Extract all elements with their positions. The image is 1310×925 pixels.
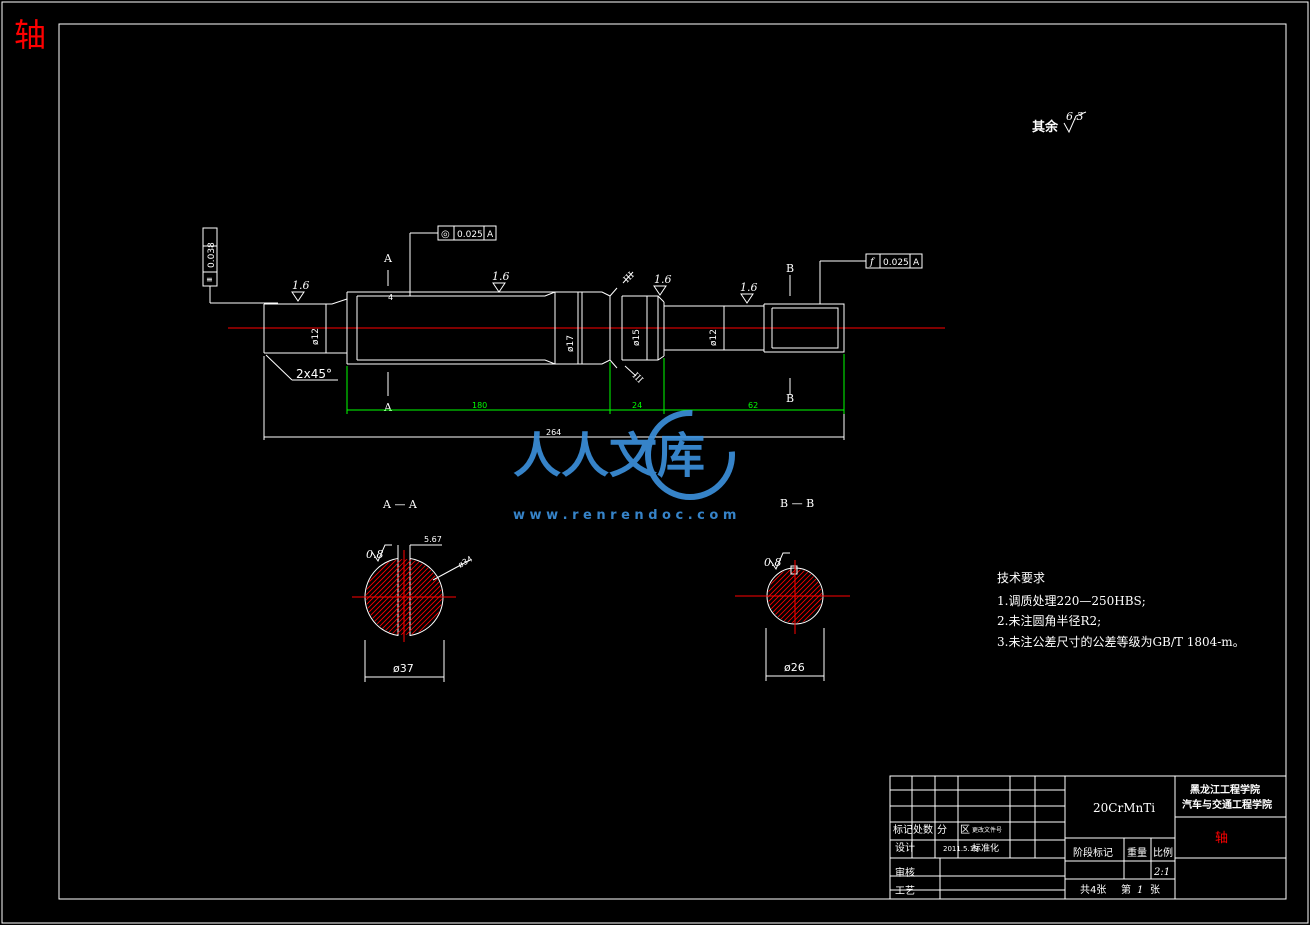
svg-text:1.6: 1.6 (740, 281, 758, 294)
svg-text:0.025: 0.025 (457, 230, 483, 240)
hatch-line (366, 559, 395, 635)
svg-text:A: A (913, 258, 920, 268)
svg-text:阶段标记: 阶段标记 (1073, 846, 1113, 859)
chamfer-note: 2x45° (265, 354, 338, 381)
svg-text:A: A (383, 401, 393, 414)
svg-text:III: III (630, 371, 645, 386)
svg-text:6.3: 6.3 (1066, 110, 1084, 123)
svg-text:1.6: 1.6 (292, 279, 310, 292)
svg-text:2011.5.19: 2011.5.19 (943, 845, 979, 853)
svg-text:ø17: ø17 (566, 335, 576, 352)
diameter-dimensions: ø12 ø17 ø15 ø12 4 (311, 292, 725, 364)
svg-text:审核: 审核 (895, 866, 915, 879)
svg-text:ø26: ø26 (784, 661, 805, 674)
hatch-line (768, 569, 788, 623)
svg-text:汽车与交通工程学院: 汽车与交通工程学院 (1182, 798, 1272, 811)
length-dimensions: 180 24 62 264 (263, 354, 845, 440)
svg-text:设计: 设计 (895, 841, 915, 854)
svg-text:技术要求: 技术要求 (997, 571, 1045, 585)
svg-text:轴: 轴 (1215, 831, 1228, 846)
svg-text:1.调质处理220—250HBS;: 1.调质处理220—250HBS; (997, 594, 1146, 608)
svg-text:共4张: 共4张 (1080, 884, 1106, 896)
surface-finish-note: 其余 6.3 (1032, 110, 1087, 135)
svg-text:重量: 重量 (1127, 846, 1147, 859)
svg-text:≡: ≡ (206, 275, 213, 284)
watermark-url: w w w . r e n r e n d o c . c o m (513, 508, 736, 523)
hatch-line (403, 559, 442, 635)
svg-text:180: 180 (472, 401, 487, 410)
inner-frame (58, 23, 1287, 900)
svg-text:处数: 处数 (913, 823, 933, 836)
svg-text:62: 62 (748, 401, 758, 410)
svg-text:5.67: 5.67 (424, 535, 442, 544)
corner-title: 轴 (14, 16, 46, 54)
svg-text:B: B (786, 262, 794, 275)
svg-text:张: 张 (1150, 884, 1160, 896)
shaft-outline (263, 287, 845, 369)
svg-text:0.8: 0.8 (366, 548, 384, 561)
svg-text:0.038: 0.038 (207, 242, 217, 268)
section-bb-label: B — B (780, 497, 814, 510)
svg-text:工艺: 工艺 (895, 885, 915, 897)
svg-text:ø37: ø37 (393, 662, 414, 675)
runout-frame: f 0.025 A (819, 253, 923, 304)
hatch-line (413, 559, 442, 635)
svg-text:标记: 标记 (893, 824, 913, 836)
svg-text:2.未注圆角半径R2;: 2.未注圆角半径R2; (997, 613, 1101, 628)
svg-text:A: A (487, 230, 494, 240)
svg-text:标准化: 标准化 (972, 842, 999, 854)
hatch-line (366, 559, 405, 635)
svg-text:分: 分 (937, 824, 947, 836)
svg-text:其余: 其余 (1032, 119, 1059, 135)
coaxiality-frame: ◎ 0.025 A (409, 225, 497, 296)
svg-text:0.025: 0.025 (883, 258, 909, 268)
section-aa-label: A — A (382, 498, 418, 511)
svg-text:2x45°: 2x45° (296, 367, 332, 381)
left-tolerance-frame: 0.038 ≡ (202, 227, 278, 304)
hatch-line (768, 569, 793, 623)
svg-text:0.8: 0.8 (764, 556, 782, 569)
svg-text:20CrMnTi: 20CrMnTi (1093, 801, 1155, 815)
svg-text:第: 第 (1121, 883, 1131, 896)
svg-text:◎: ◎ (441, 229, 450, 240)
svg-text:区: 区 (960, 824, 970, 836)
svg-text:ø34: ø34 (457, 554, 475, 569)
svg-text:264: 264 (546, 428, 561, 437)
section-markers: A A B B A — A B — B (382, 252, 814, 511)
svg-text:A: A (383, 252, 393, 265)
watermark-logo: 人人文库 (513, 428, 705, 484)
title-block: 20CrMnTi 黑龙江工程学院 汽车与交通工程学院 轴 标记 处数 分 区 更… (889, 775, 1287, 900)
svg-text:f: f (869, 257, 876, 268)
svg-text:4: 4 (388, 293, 393, 302)
svg-text:比例: 比例 (1153, 846, 1173, 859)
hatch-line (795, 569, 822, 623)
svg-text:B: B (786, 392, 794, 405)
hatch-line (800, 569, 822, 623)
technical-requirements: 技术要求 1.调质处理220—250HBS; 2.未注圆角半径R2; 3.未注公… (997, 571, 1245, 649)
svg-text:ø12: ø12 (311, 328, 321, 345)
svg-text:24: 24 (632, 401, 642, 410)
hatch-line (366, 559, 400, 635)
svg-text:1.6: 1.6 (492, 270, 510, 283)
svg-text:ø15: ø15 (632, 329, 642, 346)
svg-text:3.未注公差尺寸的公差等级为GB/T 1804-m。: 3.未注公差尺寸的公差等级为GB/T 1804-m。 (997, 634, 1245, 649)
section-aa-view: 5.67 ø34 0.8 ø37 (352, 535, 475, 682)
hatch-line (408, 559, 442, 635)
section-bb-view: 0.8 ø26 (735, 552, 850, 681)
svg-text:更改文件号: 更改文件号 (972, 826, 1002, 834)
svg-text:黑龙江工程学院: 黑龙江工程学院 (1190, 783, 1260, 796)
watermark: 人人文库 w w w . r e n r e n d o c . c o m (513, 410, 736, 523)
svg-text:ø12: ø12 (709, 329, 719, 346)
svg-text:III: III (622, 270, 637, 285)
svg-text:1: 1 (1137, 885, 1143, 896)
svg-text:2:1: 2:1 (1153, 867, 1170, 878)
svg-text:1.6: 1.6 (654, 273, 672, 286)
